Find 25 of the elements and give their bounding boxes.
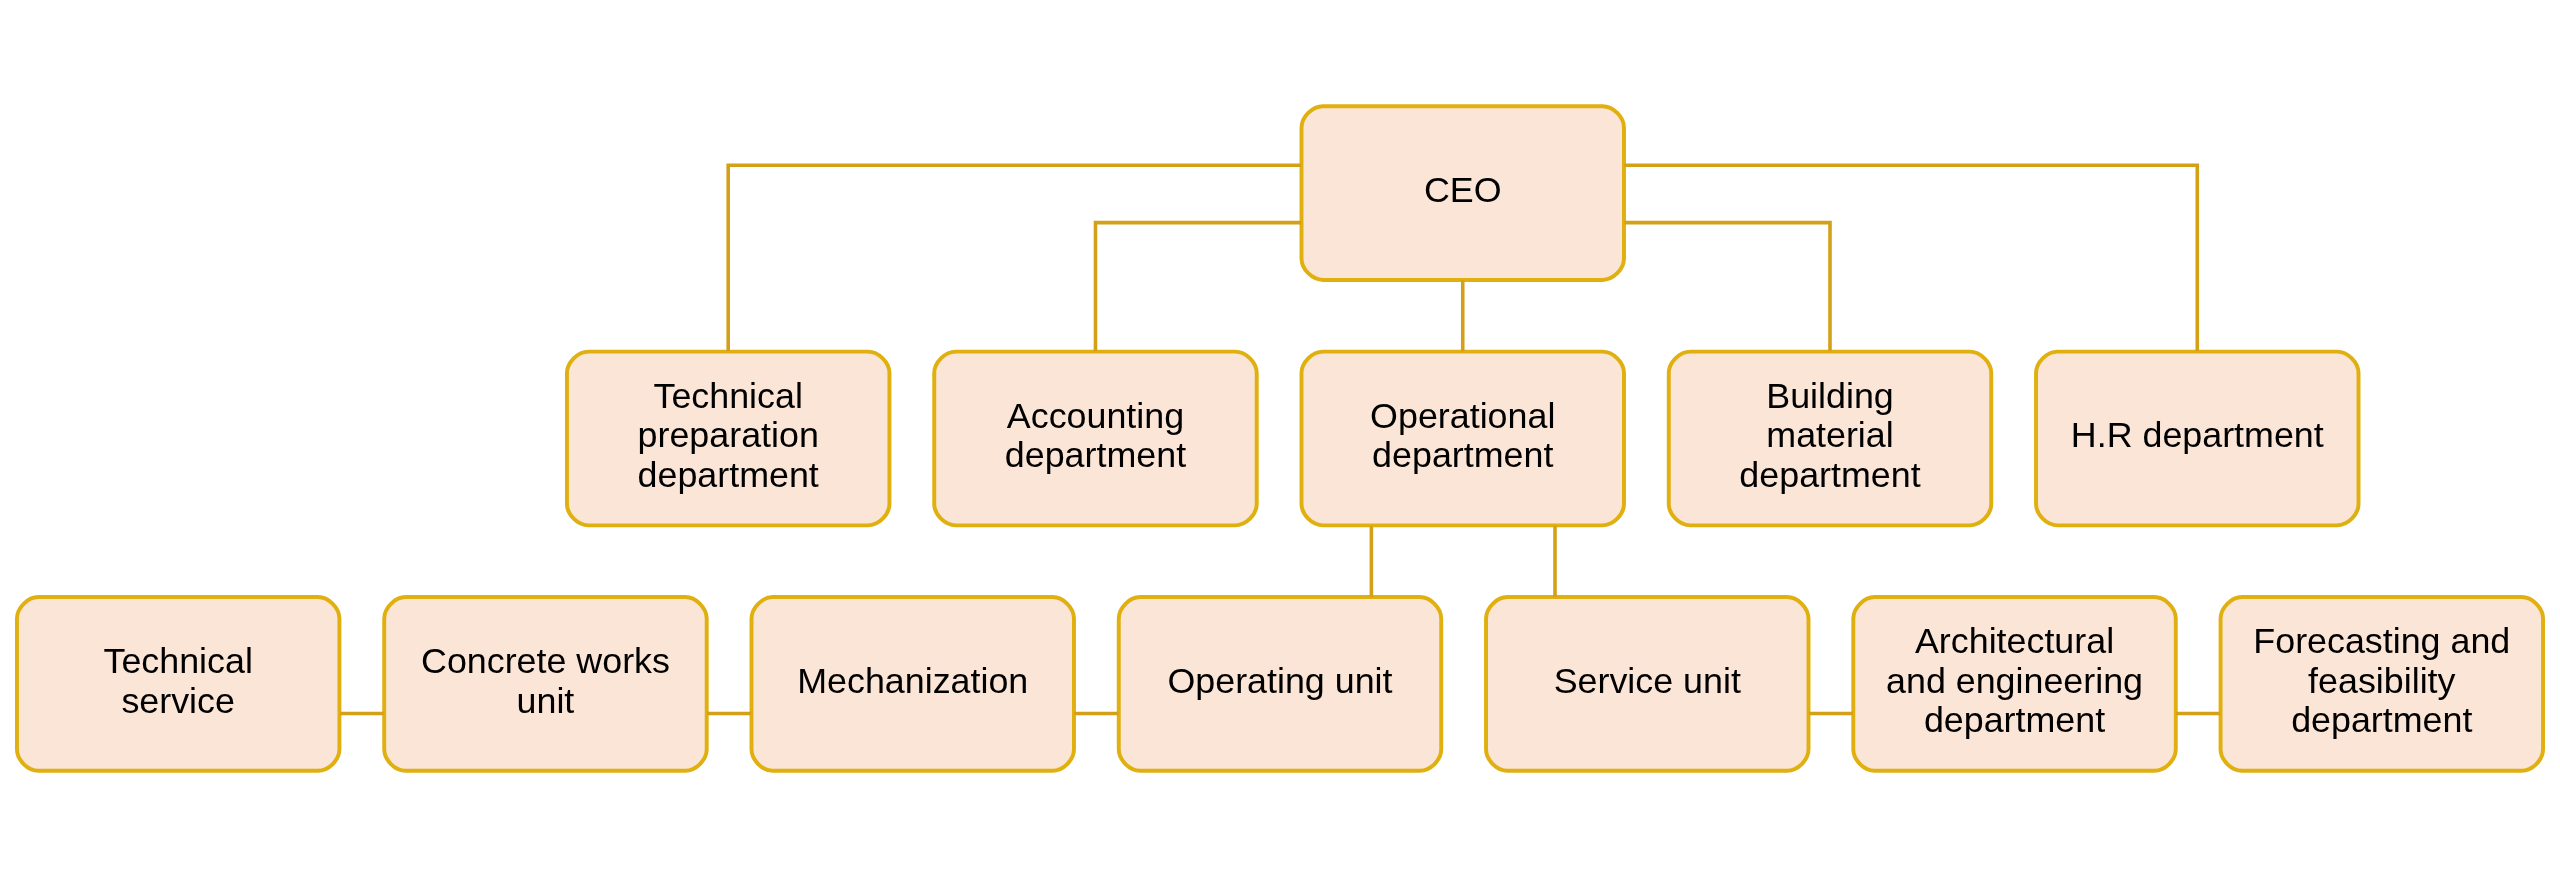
node-box: CEO [1299,103,1626,282]
node-box: Operational department [1299,349,1626,527]
connector [1074,711,1119,715]
connector [1093,220,1302,351]
connector [726,163,1302,351]
connector [1369,525,1374,597]
node-box: H.R department [2034,349,2361,527]
connector [339,711,384,715]
connector [707,711,752,715]
node-box: Operating unit [1116,594,1444,773]
connector [1553,525,1557,597]
node-box: Technical preparation department [565,349,892,527]
node-box: Technical service [14,594,342,773]
node-box: Architectural and engineering department [1851,594,2178,773]
connector [1460,279,1465,352]
node-box: Concrete works unit [382,594,709,773]
connector [1624,163,2200,351]
connector [1624,220,1832,351]
node-box: Service unit [1484,594,1811,773]
connector [2176,711,2221,715]
node-box: Building material department [1666,349,1994,527]
node-box: Mechanization [749,594,1076,773]
node-box: Accounting department [932,349,1259,527]
node-box: Forecasting and feasibility department [2218,594,2545,773]
connector [1808,711,1853,715]
